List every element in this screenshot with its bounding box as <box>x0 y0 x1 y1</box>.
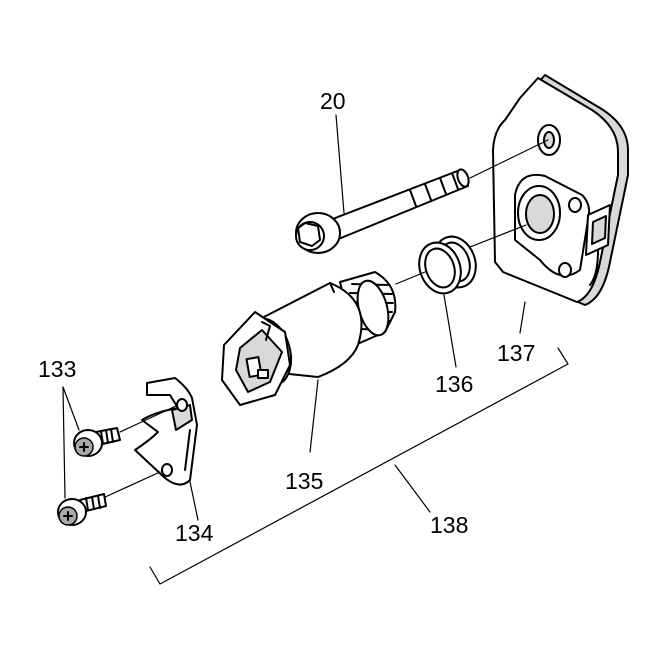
callout-134: 134 <box>175 520 214 546</box>
callout-133: 133 <box>38 356 77 382</box>
callout-135: 135 <box>285 468 324 494</box>
bolt-20 <box>295 139 549 254</box>
callout-138: 138 <box>430 512 469 538</box>
screws-133 <box>57 427 121 526</box>
callout-136: 136 <box>435 371 474 397</box>
housing-plate-137 <box>492 74 629 306</box>
bracket-134 <box>102 377 198 499</box>
assembly-bracket-138 <box>149 347 569 585</box>
leader-lines <box>62 114 526 521</box>
solenoid-135 <box>221 271 397 406</box>
callout-137: 137 <box>497 340 536 366</box>
callout-20: 20 <box>320 88 346 114</box>
o-rings-136 <box>395 224 527 295</box>
